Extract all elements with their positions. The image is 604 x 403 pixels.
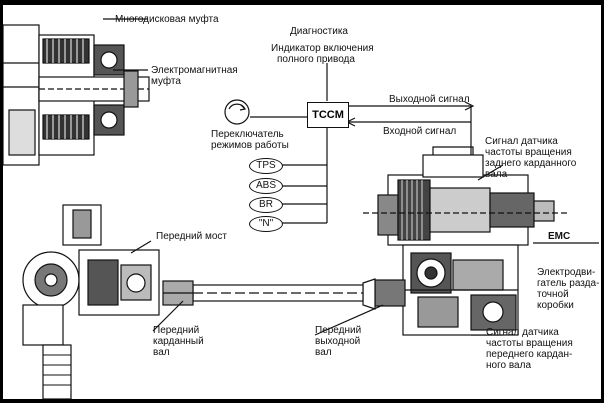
motor-label-4: коробки — [537, 300, 574, 311]
mode-switch-label-2: режимов работы — [211, 140, 289, 151]
rear-sensor-leader — [477, 164, 504, 181]
front-shaft-sensor-label-3: переднего кардан- — [486, 349, 573, 360]
front-axle-drawing — [22, 204, 184, 399]
propeller-shaft-drawing — [162, 278, 406, 310]
front-shaft-sensor-label-1: Сигнал датчика — [486, 327, 559, 338]
clutch-assembly-drawing — [3, 18, 150, 166]
abs-input: ABS — [249, 178, 283, 194]
awd-indicator-label-2: полного привода — [277, 54, 355, 65]
tps-input: TPS — [249, 158, 283, 174]
motor-label-1: Электродви- — [537, 267, 596, 278]
motor-label-3: точной — [537, 289, 569, 300]
awd-indicator-label-1: Индикатор включения — [271, 43, 374, 54]
diagram-panel: Многодисковая муфта Электромагнитная муф… — [3, 5, 601, 399]
output-signal-label: Выходной сигнал — [389, 94, 470, 105]
electromagnetic-clutch-label-1: Электромагнитная — [151, 65, 238, 76]
multidisc-clutch-label: Многодисковая муфта — [115, 14, 219, 25]
front-prop-shaft-label-3: вал — [153, 347, 170, 358]
rear-shaft-sensor-label-1: Сигнал датчика — [485, 136, 558, 147]
front-prop-shaft-label-2: карданный — [153, 336, 204, 347]
neutral-input: "N" — [249, 216, 283, 232]
front-shaft-sensor-label-2: частоты вращения — [486, 338, 573, 349]
front-shaft-sensor-label-4: ного вала — [486, 360, 532, 371]
br-input: BR — [249, 197, 283, 213]
electromagnetic-clutch-label-2: муфта — [151, 76, 181, 87]
front-output-shaft-label-1: Передний — [315, 325, 362, 336]
rear-shaft-sensor-label-4: вала — [485, 169, 508, 180]
rear-shaft-sensor-label-2: частоты вращения — [485, 147, 572, 158]
rear-shaft-sensor-label-3: заднего карданного — [485, 158, 577, 169]
input-signal-label: Входной сигнал — [383, 126, 457, 137]
tccm-controller-box: TCCM — [307, 102, 349, 128]
front-output-leader — [314, 304, 384, 336]
mechanical-drawing — [3, 18, 599, 399]
front-output-shaft-label-3: вал — [315, 347, 332, 358]
front-output-shaft-label-2: выходной — [315, 336, 361, 347]
front-axle-label: Передний мост — [156, 231, 227, 242]
emc-label: ЕМС — [548, 231, 571, 242]
motor-label-2: гатель разда- — [537, 278, 600, 289]
transfer-case-drawing — [363, 146, 568, 336]
diagnostics-label: Диагностика — [290, 26, 348, 37]
mode-switch-label-1: Переключатель — [211, 129, 284, 140]
front-prop-shaft-label-1: Передний — [153, 325, 200, 336]
